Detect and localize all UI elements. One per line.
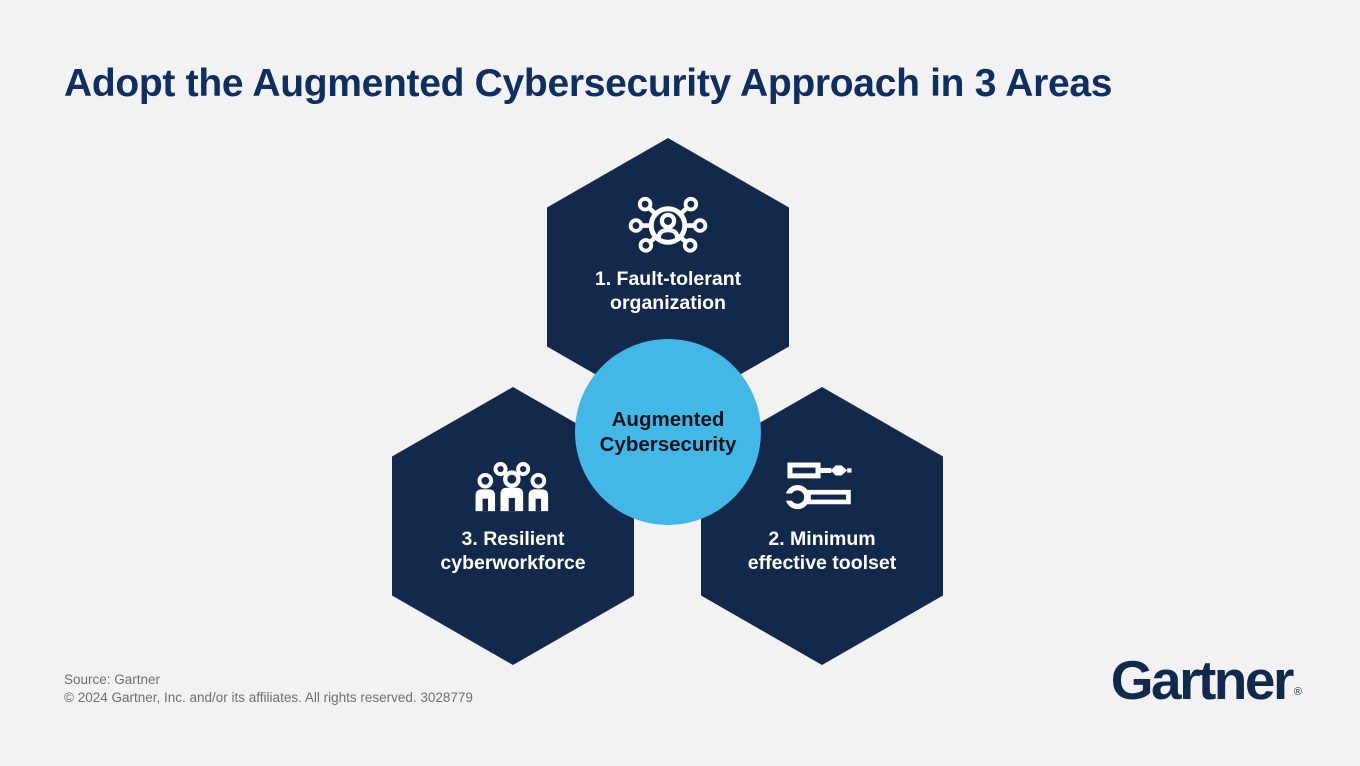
- center-circle-label: Augmented Cybersecurity: [599, 408, 737, 456]
- tools-icon: [786, 462, 852, 510]
- copyright-text: © 2024 Gartner, Inc. and/or its affiliat…: [64, 689, 473, 705]
- hexagon-label-fault-tolerant: 1. Fault-tolerant organization: [594, 268, 742, 314]
- team-icon: [475, 462, 549, 512]
- hexagon-content: 1. Fault-tolerant organization: [577, 195, 759, 315]
- network-organization-icon: [628, 196, 708, 253]
- footer: Source: Gartner © 2024 Gartner, Inc. and…: [64, 671, 473, 706]
- registered-trademark-icon: ®: [1293, 686, 1302, 698]
- source-text: Source: Gartner: [64, 672, 161, 687]
- page-title: Adopt the Augmented Cybersecurity Approa…: [64, 62, 1113, 105]
- augmented-cybersecurity-circle: Augmented Cybersecurity: [575, 339, 761, 525]
- hexagon-content: 2. Minimum effective toolset: [731, 461, 913, 575]
- gartner-logo-text: Gartner: [1110, 649, 1295, 711]
- hexagon-label-minimum-effective-toolset: 2. Minimum effective toolset: [747, 528, 897, 574]
- hexagon-content: 3. Resilient cyberworkforce: [422, 461, 604, 575]
- gartner-logo: Gartner®: [1111, 648, 1302, 712]
- hexagon-label-resilient-cyberworkforce: 3. Resilient cyberworkforce: [440, 528, 586, 574]
